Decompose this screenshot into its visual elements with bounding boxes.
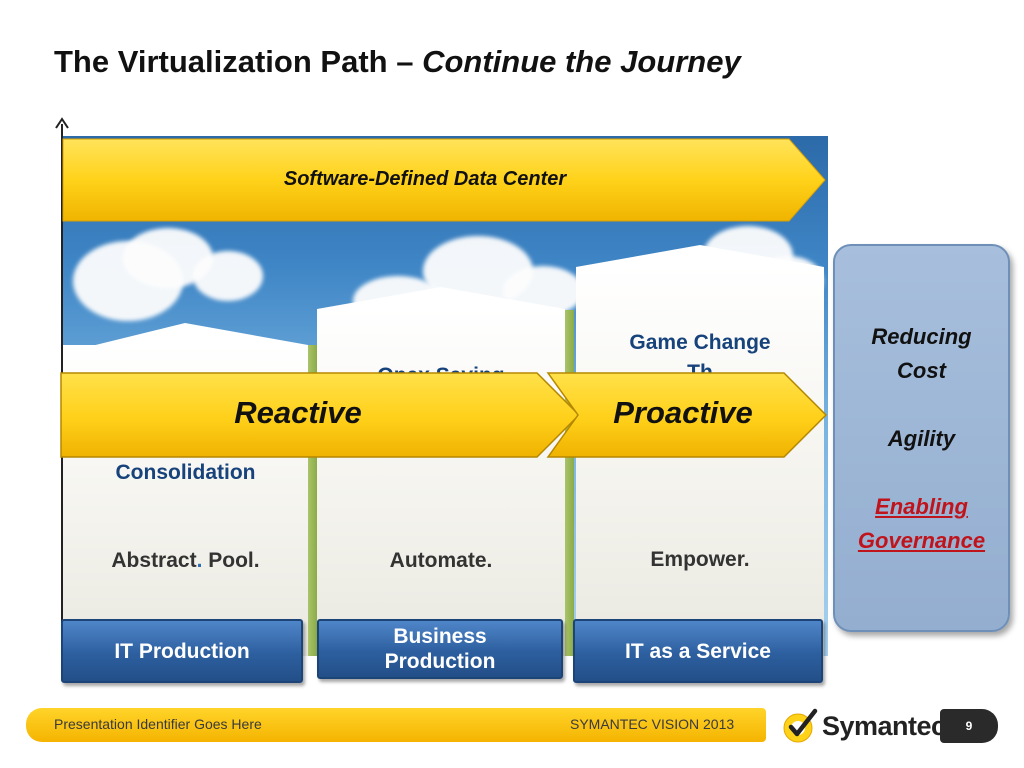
column-roof [576,245,824,273]
badge-it-production: IT Production [61,619,303,683]
column-action: Automate. [389,549,493,572]
sddc-banner-arrow: Software-Defined Data Center [62,138,827,222]
sddc-banner-label: Software-Defined Data Center [283,168,567,190]
badge-business-production: Business Production [317,619,563,679]
footer-event: SYMANTEC VISION 2013 [570,716,735,732]
footer-bar [26,708,766,742]
panel-reducing-cost: Reducing Cost [871,324,972,383]
benefits-panel: Reducing Cost Agility Enabling Governanc… [833,244,1010,632]
slide-title-main: The Virtualization Path – [54,44,423,79]
slide-title: The Virtualization Path – Continue the J… [54,44,741,80]
reactive-arrow: Reactive [60,372,583,458]
reactive-label: Reactive [234,395,362,430]
column-action: Abstract. Pool. [111,549,260,572]
logo-wordmark: Symantec [822,710,946,741]
checkmark-logo-icon [783,708,818,743]
column-opex-saving: Opex Saving Automate. [317,287,565,656]
column-heading: Consolidation [115,461,256,484]
page-number: 9 [940,709,998,743]
column-divider [308,345,317,656]
panel-enabling-governance: Enabling Governance [857,494,986,553]
slide-title-italic: Continue the Journey [422,44,741,79]
footer-identifier: Presentation Identifier Goes Here [54,716,262,732]
column-heading: Game Change [629,331,771,354]
panel-agility: Agility [887,426,956,451]
column-roof [317,287,565,315]
column-action: Empower. [650,548,750,571]
proactive-arrow: Proactive [546,372,828,458]
column-divider [565,310,574,656]
symantec-logo: Symantec ™ [782,706,956,746]
axis-arrowhead-icon [55,117,69,129]
badge-it-as-a-service: IT as a Service [573,619,823,683]
proactive-label: Proactive [613,395,753,430]
